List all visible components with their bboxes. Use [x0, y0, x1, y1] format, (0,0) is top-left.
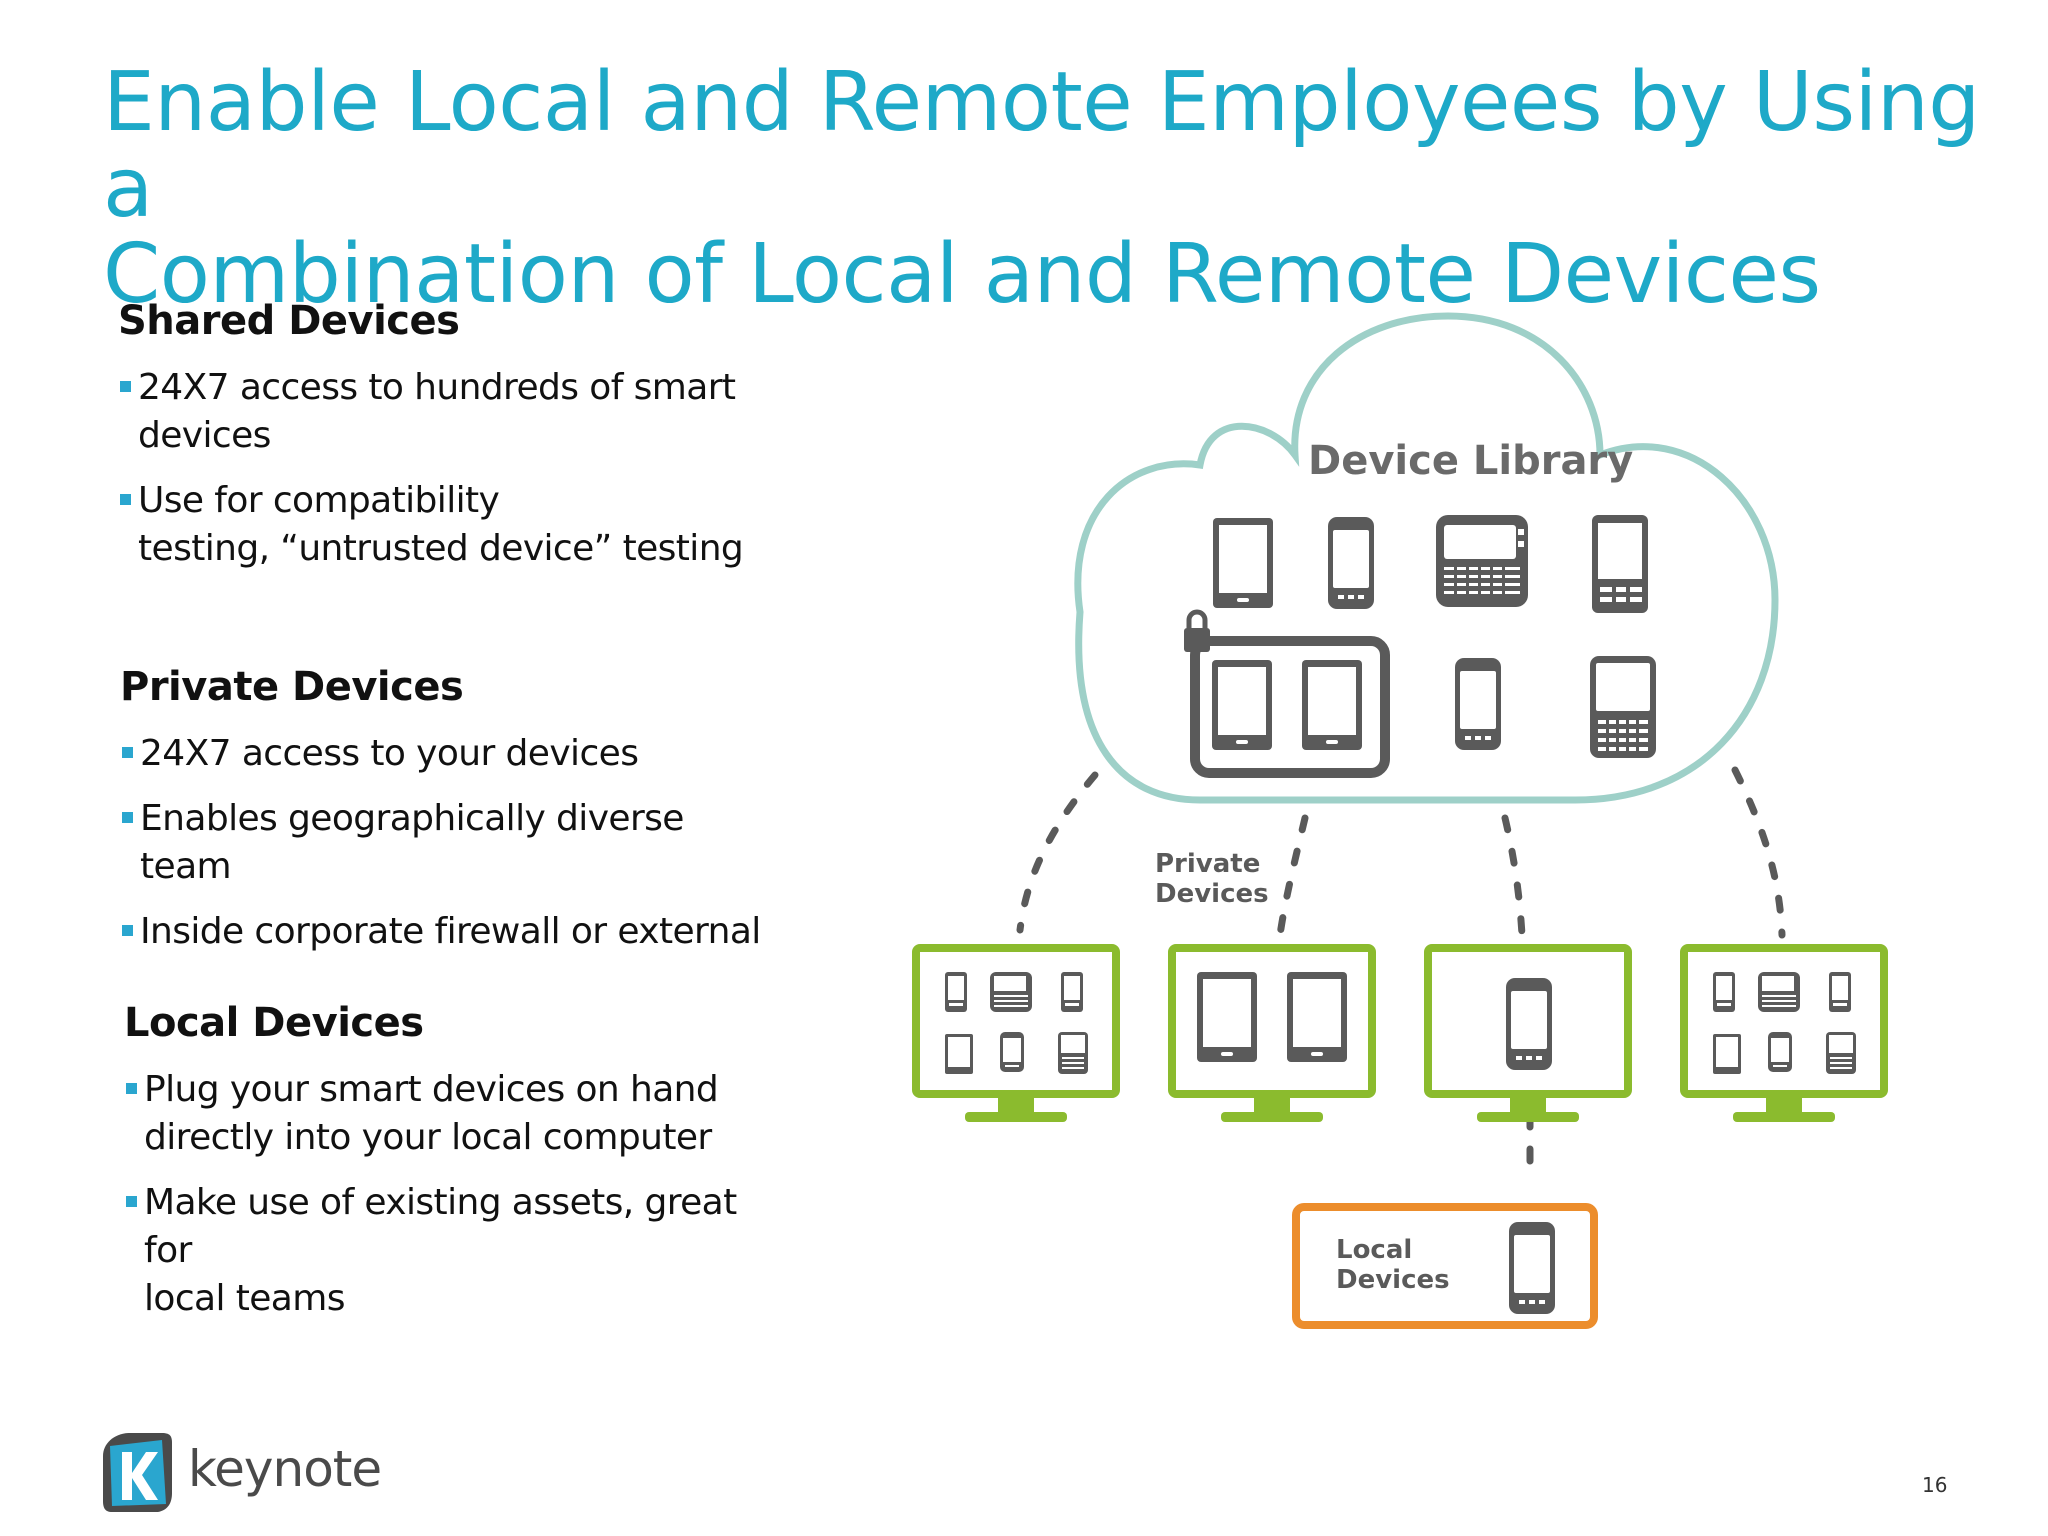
bullet-line: testing, “untrusted device” testing	[138, 528, 744, 569]
page-number: 16	[1922, 1473, 1948, 1497]
tablet-icon	[1197, 972, 1257, 1062]
bullet-line: Enables geographically diverse team	[140, 798, 684, 887]
bullet-line: 24X7 access to hundreds of smart	[138, 367, 736, 408]
phone-icon	[945, 972, 967, 1012]
logo-text: keynote	[188, 1440, 382, 1498]
phone-icon	[1000, 1032, 1024, 1072]
section-private-devices: Private Devices 24X7 access to your devi…	[120, 664, 780, 973]
bullet-square-icon	[120, 381, 131, 392]
bullet-square-icon	[120, 494, 131, 505]
list-item: Enables geographically diverse team	[120, 795, 780, 891]
phone-icon	[1768, 1032, 1792, 1072]
phone-icon	[1061, 972, 1083, 1012]
connector-line	[1276, 814, 1309, 939]
bullet-square-icon	[126, 1196, 137, 1207]
title-line-2: Combination of Local and Remote Devices	[103, 227, 1821, 322]
section-heading: Local Devices	[124, 1000, 424, 1046]
qwerty-phone-icon	[1826, 1032, 1856, 1074]
list-item: 24X7 access to your devices	[120, 730, 780, 778]
section-local-devices: Local Devices Plug your smart devices on…	[124, 1000, 784, 1340]
bullet-line: directly into your local computer	[144, 1117, 712, 1158]
connector-line	[1501, 814, 1526, 939]
bullet-square-icon	[122, 925, 133, 936]
bullet-line: devices	[138, 415, 271, 456]
list-item: Plug your smart devices on hand directly…	[124, 1066, 784, 1162]
local-devices-label: Local	[1336, 1235, 1412, 1265]
padlock-icon	[1184, 628, 1210, 652]
phone-icon	[1713, 972, 1735, 1012]
tablet-icon	[1302, 660, 1362, 750]
list-item: Make use of existing assets, great for l…	[124, 1179, 784, 1323]
connector-line	[1016, 771, 1099, 934]
section-heading: Private Devices	[120, 664, 464, 710]
bullet-line: local teams	[144, 1278, 345, 1319]
bullet-line: Plug your smart devices on hand	[144, 1069, 719, 1110]
locked-device-frame	[1190, 636, 1390, 778]
bullet-square-icon	[126, 1083, 137, 1094]
smartphone-icon	[1455, 658, 1501, 750]
connector-line	[1731, 766, 1786, 939]
bullet-list: Plug your smart devices on hand directly…	[124, 1066, 784, 1323]
button-phone-icon	[1592, 515, 1648, 613]
keynote-logo: keynote	[100, 1428, 390, 1518]
phone-icon	[1829, 972, 1851, 1012]
tablet-icon	[1213, 518, 1273, 608]
keyboard-phone-icon	[990, 972, 1032, 1012]
keynote-k-icon	[103, 1433, 172, 1512]
smartphone-icon	[1328, 517, 1374, 609]
cloud-label: Device Library	[1308, 438, 1633, 484]
private-devices-label: Devices	[1155, 879, 1269, 909]
cloud-shape	[1074, 312, 1779, 804]
list-item: Inside corporate firewall or external	[120, 908, 780, 956]
bullet-square-icon	[122, 747, 133, 758]
section-heading: Shared Devices	[118, 298, 460, 344]
keyboard-phone-icon	[1436, 515, 1528, 607]
local-devices-label: Devices	[1336, 1265, 1450, 1295]
qwerty-phone-icon	[1590, 656, 1656, 758]
bullet-list: 24X7 access to hundreds of smart devices…	[118, 364, 778, 573]
tablet-icon	[1287, 972, 1347, 1062]
bullet-line: 24X7 access to your devices	[140, 733, 639, 774]
bullet-line: Use for compatibility	[138, 480, 500, 521]
slide-title: Enable Local and Remote Employees by Usi…	[103, 60, 1983, 318]
list-item: 24X7 access to hundreds of smart devices	[118, 364, 778, 460]
private-devices-label: Private	[1155, 849, 1260, 879]
bullet-square-icon	[122, 812, 133, 823]
bullet-line: Make use of existing assets, great for	[144, 1182, 737, 1271]
keyboard-phone-icon	[1758, 972, 1800, 1012]
tablet-icon	[1212, 660, 1272, 750]
qwerty-phone-icon	[1058, 1032, 1088, 1074]
title-line-1: Enable Local and Remote Employees by Usi…	[103, 55, 1980, 236]
tablet-icon	[1713, 1034, 1741, 1074]
bullet-line: Inside corporate firewall or external	[140, 911, 761, 952]
bullet-list: 24X7 access to your devices Enables geog…	[120, 730, 780, 956]
smartphone-icon	[1506, 978, 1552, 1070]
tablet-icon	[945, 1034, 973, 1074]
smartphone-icon	[1509, 1222, 1555, 1314]
section-shared-devices: Shared Devices 24X7 access to hundreds o…	[118, 298, 778, 590]
list-item: Use for compatibility testing, “untruste…	[118, 477, 778, 573]
